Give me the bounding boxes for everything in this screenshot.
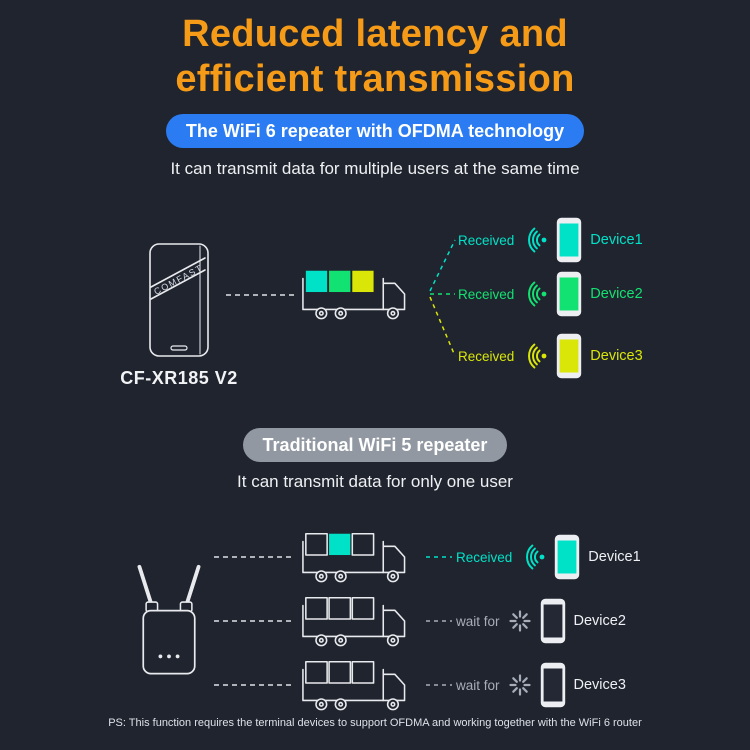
repeater-brand-label: COMFAST	[152, 263, 204, 297]
device-name-label: Device1	[590, 232, 643, 248]
status-label: wait for	[456, 613, 500, 629]
device-name-label: Device2	[573, 613, 626, 629]
wifi6-device-row-2: Received Device2	[458, 271, 643, 317]
title-line1: Reduced latency and	[182, 13, 568, 55]
wifi5-device-row-3: wait for Device3	[456, 662, 626, 708]
status-label: Received	[456, 549, 513, 565]
wifi5-badge-row: Traditional WiFi 5 repeater	[0, 428, 750, 462]
wifi5-connector-lines	[214, 556, 452, 686]
wifi6-device-row-1: Received Device1	[458, 217, 643, 263]
spinner-icon	[508, 673, 532, 697]
status-label: Received	[458, 286, 515, 302]
wifi-signal-icon	[522, 342, 548, 370]
wifi-signal-icon	[522, 280, 548, 308]
wifi6-diagram: COMFAST CF-XR185 V2 Received	[0, 205, 750, 420]
status-label: Received	[458, 348, 515, 364]
wifi6-subtitle: It can transmit data for multiple users …	[170, 159, 580, 178]
page-title: Reduced latency and efficient transmissi…	[0, 12, 750, 102]
device-name-label: Device1	[588, 549, 641, 565]
wifi5-repeater-illustration	[137, 564, 201, 675]
phone-icon	[540, 662, 566, 708]
wifi5-device-row-2: wait for Device2	[456, 598, 626, 644]
wifi5-badge: Traditional WiFi 5 repeater	[242, 428, 508, 462]
title-line2: efficient transmission	[175, 58, 575, 100]
wifi5-subtitle: It can transmit data for only one user	[237, 472, 513, 491]
device-name-label: Device3	[573, 677, 626, 693]
wifi5-diagram: Received Device1 wait for De	[0, 515, 750, 725]
wifi5-bus-2-illustration	[302, 596, 406, 647]
phone-icon	[556, 333, 582, 379]
footnote: PS: This function requires the terminal …	[108, 717, 642, 729]
wifi6-device-row-3: Received Device3	[458, 333, 643, 379]
device-name-label: Device2	[590, 286, 643, 302]
status-label: Received	[458, 232, 515, 248]
spinner-icon	[508, 609, 532, 633]
wifi6-badge-row: The WiFi 6 repeater with OFDMA technolog…	[0, 114, 750, 148]
wifi6-connector-lines	[226, 239, 456, 357]
wifi5-device-row-1: Received Device1	[456, 534, 641, 580]
repeater-model-label: CF-XR185 V2	[120, 368, 238, 388]
wifi5-bus-3-illustration	[302, 660, 406, 711]
wifi-signal-icon	[522, 226, 548, 254]
phone-icon	[540, 598, 566, 644]
phone-icon	[556, 271, 582, 317]
wifi-signal-icon	[520, 543, 546, 571]
status-label: wait for	[456, 677, 500, 693]
wifi5-bus-1-illustration	[302, 532, 406, 583]
wifi6-data-bus-illustration	[302, 270, 406, 320]
wifi6-repeater-illustration: COMFAST	[149, 243, 209, 357]
phone-icon	[556, 217, 582, 263]
phone-icon	[554, 534, 580, 580]
device-name-label: Device3	[590, 348, 643, 364]
wifi6-badge: The WiFi 6 repeater with OFDMA technolog…	[165, 114, 585, 148]
